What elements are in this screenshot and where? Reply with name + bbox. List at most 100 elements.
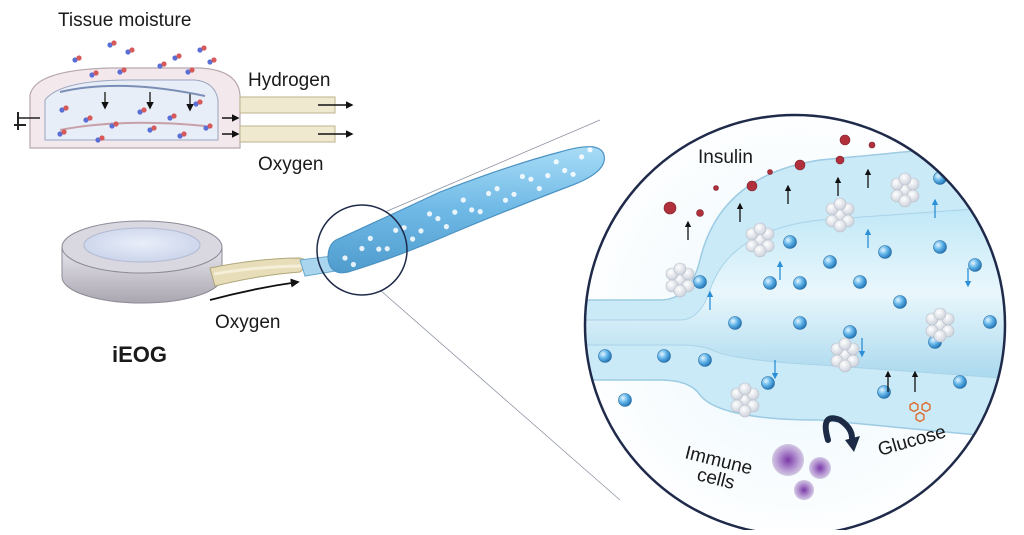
oxygen-bead bbox=[877, 385, 891, 399]
oxygen-bead bbox=[878, 245, 892, 259]
hydrogen-dot bbox=[117, 69, 123, 75]
islet-cluster bbox=[825, 197, 855, 233]
hydrogen-dot bbox=[185, 69, 191, 75]
immune-cells bbox=[772, 444, 831, 500]
tube-cell-dot bbox=[426, 211, 433, 217]
hydrogen-dot bbox=[147, 127, 153, 133]
oxygen-dot bbox=[151, 125, 157, 131]
islet-cluster bbox=[925, 307, 955, 343]
oxygen-bead bbox=[693, 275, 707, 289]
hydrogen-dot bbox=[57, 131, 63, 137]
islet-cell bbox=[673, 262, 687, 276]
islet-cell bbox=[673, 284, 687, 298]
hydrogen-dot bbox=[109, 123, 115, 129]
tube-cell-dot bbox=[570, 171, 576, 177]
oxygen-dot bbox=[99, 135, 105, 141]
oxygen-dot bbox=[171, 113, 177, 119]
oxygen-bead bbox=[823, 255, 837, 269]
gas-outlet-channels bbox=[222, 96, 354, 143]
oxygen-dot bbox=[141, 107, 147, 113]
hydrogen-dot bbox=[177, 133, 183, 139]
hydrogen-dot bbox=[193, 101, 199, 107]
zoom-view: Insulin Immune cells Glucose bbox=[583, 113, 1007, 535]
oxygen-dot bbox=[111, 40, 117, 46]
tube-cell-dot bbox=[342, 255, 348, 261]
islet-cell bbox=[833, 197, 847, 211]
insulin-molecule bbox=[746, 180, 758, 192]
islet-cell bbox=[833, 219, 847, 233]
oxygen-flow-arrow bbox=[209, 278, 300, 301]
tube-cell-dot bbox=[393, 227, 399, 233]
tube-cell-dot bbox=[536, 185, 542, 192]
oxygen-bead bbox=[983, 315, 997, 329]
tube-cell-dot bbox=[511, 191, 517, 197]
oxygen-bead bbox=[728, 316, 742, 330]
tube-cell-dot bbox=[486, 190, 492, 197]
tube-cell-dot bbox=[350, 261, 356, 268]
islet-cluster bbox=[830, 337, 860, 373]
hydrogen-dot bbox=[197, 47, 203, 53]
oxygen-dot bbox=[129, 47, 135, 53]
tube-cell-dot bbox=[401, 225, 407, 231]
oxygen-dot bbox=[61, 129, 67, 135]
tube-cell-dot bbox=[384, 246, 390, 252]
oxygen-bead bbox=[598, 349, 612, 363]
oxygen-dot bbox=[87, 115, 93, 121]
islet-cluster bbox=[890, 172, 920, 208]
tube-cell-dot bbox=[579, 154, 585, 160]
label-oxygen-flow: Oxygen bbox=[215, 312, 280, 333]
water-molecules bbox=[57, 40, 217, 143]
islet-cell bbox=[838, 337, 852, 351]
oxygen-bead bbox=[783, 235, 797, 249]
zoom-region-indicator bbox=[316, 204, 408, 296]
glucose-molecule bbox=[921, 401, 931, 413]
islet-cell bbox=[898, 172, 912, 186]
islet-cell bbox=[933, 329, 947, 343]
tube-cell-dot bbox=[477, 209, 483, 215]
ieog-device bbox=[61, 220, 314, 304]
label-tissue-moisture: Tissue moisture bbox=[58, 10, 191, 31]
oxygen-bead bbox=[761, 376, 775, 390]
tube-cell-dot bbox=[443, 224, 449, 230]
hydrogen-dot bbox=[95, 137, 101, 143]
insulin-molecule bbox=[839, 134, 851, 146]
zoom-connector-line bbox=[384, 119, 601, 213]
oxygen-bead bbox=[953, 375, 967, 389]
insulin-molecules bbox=[663, 134, 876, 217]
tube-cell-dot bbox=[502, 197, 509, 203]
tube-cell-dot bbox=[469, 207, 475, 213]
insulin-molecule bbox=[696, 209, 704, 217]
oxygen-dot bbox=[201, 45, 207, 51]
tube-cell-dot bbox=[418, 228, 424, 234]
oxygen-dot bbox=[63, 105, 69, 111]
hydrogen-dot bbox=[89, 72, 95, 78]
hydrogen-dot bbox=[207, 59, 213, 65]
hydrogen-dot bbox=[72, 57, 78, 63]
oxygen-bead bbox=[893, 295, 907, 309]
oxygen-bead bbox=[853, 275, 867, 289]
hydrogen-dot bbox=[83, 117, 89, 123]
oxygen-dot bbox=[181, 131, 187, 137]
tube-cell-dot bbox=[410, 236, 416, 242]
insulin-molecule bbox=[794, 159, 806, 171]
oxygen-dot bbox=[197, 99, 203, 105]
glucose-molecule bbox=[909, 401, 919, 413]
oxygen-dot bbox=[211, 57, 217, 63]
tube-cell-dot bbox=[494, 186, 500, 192]
tube-cell-dot bbox=[528, 176, 534, 182]
oxygen-bead bbox=[843, 325, 857, 339]
tube-cell-dot bbox=[367, 235, 373, 241]
oxygen-dot bbox=[189, 67, 195, 73]
islet-cell bbox=[753, 222, 767, 236]
oxygen-bead bbox=[933, 240, 947, 254]
oxygen-dot bbox=[121, 67, 127, 73]
tube-cell-dot bbox=[587, 147, 593, 153]
islet-cell bbox=[898, 194, 912, 208]
hydrogen-dot bbox=[203, 125, 209, 131]
label-hydrogen: Hydrogen bbox=[248, 70, 330, 91]
oxygen-bead bbox=[657, 349, 671, 363]
tube-cell-dot bbox=[376, 246, 382, 252]
label-oxygen-top: Oxygen bbox=[258, 154, 323, 175]
